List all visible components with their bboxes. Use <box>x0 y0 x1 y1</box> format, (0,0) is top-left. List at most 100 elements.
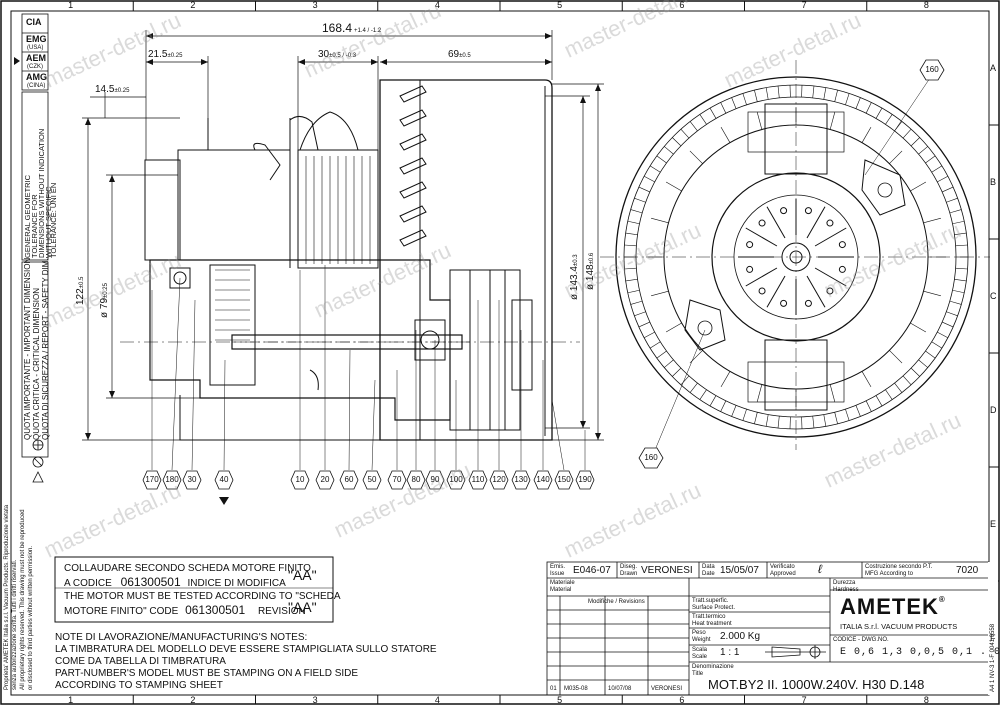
part-tag-label: 20 <box>320 475 330 484</box>
inner-rib <box>651 217 669 224</box>
part-tags <box>142 470 595 505</box>
tb-material-label: Materiale Material <box>550 580 575 593</box>
tag-40-marker <box>219 497 229 505</box>
rim-tick <box>918 359 928 368</box>
grid-ticks <box>132 1 999 704</box>
rim-tick <box>709 107 717 119</box>
spoke-hole <box>804 299 812 307</box>
rim-tick <box>942 186 954 193</box>
rim-tick <box>765 87 769 100</box>
grid-row-label: A <box>990 63 997 73</box>
rim-tick <box>709 395 717 407</box>
rim-tick <box>664 359 674 368</box>
legend-line: QUOTA DI SICUREZZA / REPORT - SAFETY DIM… <box>41 258 50 440</box>
tb-mfg-value: 7020 <box>956 565 979 576</box>
spoke-hole <box>758 219 766 227</box>
rim-tick <box>834 412 838 424</box>
part-tag-label: 40 <box>219 475 229 484</box>
proprietary-line: or disclosed to third parties without wr… <box>28 545 34 690</box>
work-note-line: LA TIMBRATURA DEL MODELLO DEVE ESSERE ST… <box>55 644 437 655</box>
part-tag-label: 110 <box>471 475 485 484</box>
tb-rev-name: VERONESI <box>651 686 683 692</box>
rim-tick <box>638 186 650 193</box>
tag-leader <box>171 277 181 471</box>
rim-tick <box>699 389 707 400</box>
tb-dwg-value: E 0,6 1,3 0,0,5 0,1 . 0,1 <box>840 647 1000 658</box>
grid-col-label: 8 <box>923 695 929 705</box>
selected-standard-marker <box>14 57 20 65</box>
rim-tick <box>731 97 737 109</box>
part-tag-label: 170 <box>145 475 159 484</box>
work-note-line: PART-NUMBER'S MODEL MUST BE STAMPING ON … <box>55 668 359 679</box>
rim-tick <box>643 331 655 339</box>
standard-amg-sub: (CINA) <box>27 83 46 89</box>
spoke-hole <box>826 287 834 295</box>
part-tag <box>533 470 553 490</box>
standard-cia: CIA <box>26 17 42 27</box>
dim-148: ø 148±0.6 <box>585 252 596 290</box>
rim-tick <box>925 350 936 359</box>
tag-160-leaders <box>654 77 931 451</box>
part-tag-label: 120 <box>492 475 506 484</box>
rim-tick <box>627 220 640 225</box>
rim-tick <box>742 93 747 105</box>
rim-tick <box>954 278 967 282</box>
grid-col-label: 1 <box>68 0 74 10</box>
part-tag <box>315 470 335 490</box>
dim-overall: 168.4+1.4 / -1.2 <box>322 21 382 35</box>
proprietary-line: All proprietary rights reserved. This dr… <box>20 509 26 690</box>
grid-row-label: E <box>990 519 997 529</box>
rim-tick <box>946 311 958 317</box>
rim-tick <box>754 90 758 102</box>
tag-160-bottom <box>638 447 664 469</box>
part-tag-label: 130 <box>514 475 528 484</box>
proprietary-line: senza autorizzazione scritta. Tutti i di… <box>12 559 18 690</box>
dimension-arrows <box>85 33 601 440</box>
rim-tick <box>630 300 643 305</box>
tag-160-top <box>919 59 945 81</box>
spoke-hole <box>804 207 812 215</box>
rim-tick <box>910 137 920 147</box>
inner-rib <box>923 290 941 297</box>
dimension-lines <box>82 30 604 441</box>
inner-rib <box>756 384 763 402</box>
part-tag <box>511 470 531 490</box>
dim-143-4: ø 143.4±0.3 <box>569 254 580 300</box>
spoke-hole <box>780 207 788 215</box>
dim-69: 69±0.5 <box>448 49 471 60</box>
part-tag-label: 60 <box>344 475 354 484</box>
rim-tick <box>634 311 646 317</box>
inner-rib <box>756 112 763 130</box>
rim-tick <box>834 90 838 102</box>
spoke <box>745 267 778 287</box>
inner-rib <box>861 126 872 143</box>
tb-drawn-label: Diseg. Drawn <box>620 564 638 577</box>
rim-tick <box>823 414 827 427</box>
rim-tick <box>625 232 638 236</box>
spoke <box>766 206 786 239</box>
tb-approved-label: Verificato Approved <box>770 564 796 577</box>
part-tag <box>406 470 426 490</box>
rim-tick <box>777 85 780 98</box>
rim-tick <box>946 197 958 203</box>
part-tag <box>468 470 488 490</box>
grid-col-label: 7 <box>801 0 807 10</box>
rim-tick <box>777 416 780 429</box>
inner-rib <box>829 112 836 130</box>
rim-tick <box>931 165 943 173</box>
part-tag-label: 10 <box>295 475 305 484</box>
rim-tick <box>812 85 815 98</box>
tb-title-label: Denominazione Title <box>692 664 734 677</box>
inner-rib <box>889 150 903 164</box>
rim-tick <box>865 400 872 412</box>
inner-rib <box>665 322 682 333</box>
legend-line: QUOTA IMPORTANTE - IMPORTANT DIMENSION <box>23 257 32 440</box>
work-notes-title: NOTE DI LAVORAZIONE/MANUFACTURING'S NOTE… <box>55 632 308 643</box>
inner-rib <box>861 371 872 388</box>
rim-tick <box>720 102 727 114</box>
rim-tick <box>823 87 827 100</box>
part-tag-label: 70 <box>392 475 402 484</box>
rim-tick <box>902 128 912 139</box>
tb-scale-label: Scala Scale <box>692 647 708 660</box>
